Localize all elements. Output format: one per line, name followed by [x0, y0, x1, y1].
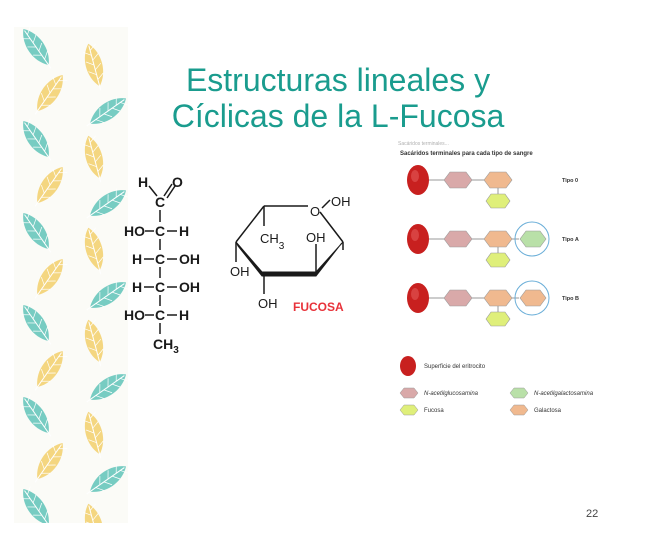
diagram-legend: Superficie del eritrocito N-acetilglucos… — [399, 356, 594, 416]
carbon-5: C — [155, 307, 165, 323]
legend-erythrocyte-icon — [400, 356, 416, 376]
leaf-icon — [83, 411, 104, 459]
leaf-icon — [83, 43, 104, 91]
ring-left-oh: OH — [230, 264, 250, 279]
leaf-icon — [21, 118, 52, 161]
blood-type-diagram: Sacáridos terminales... Sacáridos termin… — [398, 141, 594, 416]
row2-left: H — [132, 251, 142, 267]
ring-methyl: CH3 — [260, 231, 285, 252]
highlight-circle — [514, 280, 550, 316]
page-number: 22 — [586, 508, 599, 520]
row2-right: OH — [179, 251, 200, 267]
legend-acetylglucosamine-icon — [399, 387, 419, 399]
row3-left: H — [132, 279, 142, 295]
row3-right: OH — [179, 279, 200, 295]
galactose-icon — [483, 230, 513, 248]
aldehyde-o: O — [172, 174, 183, 190]
leaf-icon — [83, 227, 104, 275]
leaf-icon — [86, 280, 128, 311]
fucose-icon — [485, 193, 511, 209]
type-label-a: Tipo A — [562, 237, 579, 243]
erythrocyte-icon — [407, 165, 429, 195]
leaf-icon — [21, 302, 52, 345]
slide-title: Estructuras lineales y Cíclicas de la L-… — [128, 62, 548, 134]
carbon-3: C — [155, 251, 165, 267]
carbon-2: C — [155, 223, 165, 239]
row4-left: HO — [124, 307, 145, 323]
title-line-1: Estructuras lineales y — [185, 62, 491, 98]
leaf-icon — [34, 74, 68, 115]
leaf-icon — [86, 188, 128, 219]
ring-inner-oh: OH — [306, 230, 326, 245]
leaf-pattern-svg — [21, 27, 128, 523]
erythrocyte-icon — [407, 283, 429, 313]
ring-bottom-oh: OH — [258, 296, 278, 311]
leaf-icon — [34, 258, 68, 299]
diagram-header: Sacáridos terminales para cada tipo de s… — [400, 151, 533, 157]
ring-oxygen: O — [310, 204, 320, 219]
row1-right: H — [179, 223, 189, 239]
galactose-icon — [483, 171, 513, 189]
blood-type-o-row: Tipo 0 — [407, 165, 578, 209]
leaf-icon — [83, 319, 104, 367]
methyl-group: CH3 — [153, 336, 179, 356]
legend-galactose-icon — [509, 404, 529, 416]
blood-type-b-row: Tipo B — [407, 280, 579, 327]
anomeric-oh: OH — [331, 194, 351, 209]
leaf-icon — [83, 135, 104, 183]
leaf-icon — [21, 27, 52, 69]
acetylglucosamine-icon — [443, 230, 473, 248]
row1-left: HO — [124, 223, 145, 239]
leaf-icon — [21, 486, 52, 523]
linear-fucose-structure: H O C HO C H H C OH H C OH HO — [124, 174, 200, 356]
leaf-icon — [83, 503, 104, 523]
carbon-1: C — [155, 194, 165, 210]
galactose-icon — [483, 289, 513, 307]
aldehyde-h: H — [138, 174, 148, 190]
galactose-icon — [519, 289, 547, 307]
fucose-icon — [485, 311, 511, 327]
type-label-b: Tipo B — [562, 296, 579, 302]
leaf-icon — [86, 464, 128, 495]
legend-galactose: Galactosa — [534, 408, 562, 414]
title-line-2: Cíclicas de la L-Fucosa — [171, 98, 505, 134]
highlight-circle — [514, 221, 550, 257]
leaf-pattern-decoration — [14, 27, 128, 523]
blood-type-a-row: Tipo A — [407, 221, 579, 268]
leaf-icon — [34, 350, 68, 391]
leaf-icon — [21, 394, 52, 437]
row4-right: H — [179, 307, 189, 323]
legend-acetylgalactosamine-icon — [509, 387, 529, 399]
legend-fucose-icon — [399, 404, 419, 416]
leaf-icon — [86, 96, 128, 127]
acetylgalactosamine-icon — [519, 230, 547, 248]
leaf-icon — [34, 442, 68, 483]
fucose-icon — [485, 252, 511, 268]
leaf-icon — [86, 372, 128, 403]
leaf-icon — [21, 210, 52, 253]
carbon-4: C — [155, 279, 165, 295]
legend-acetylgalactosamine: N-acetilgalactosamina — [534, 391, 594, 397]
acetylglucosamine-icon — [443, 171, 473, 189]
legend-fucose: Fucosa — [424, 408, 444, 414]
legend-acetylglucosamine: N-acetilglucosamina — [424, 391, 479, 397]
type-label-o: Tipo 0 — [562, 178, 578, 184]
leaf-icon — [34, 166, 68, 207]
acetylglucosamine-icon — [443, 289, 473, 307]
legend-erythrocyte: Superficie del eritrocito — [424, 364, 486, 370]
fucosa-label: FUCOSA — [293, 300, 344, 314]
faint-header: Sacáridos terminales... — [398, 141, 449, 147]
cyclic-fucose-structure: O OH CH3 OH OH OH FUCOSA — [230, 194, 351, 314]
erythrocyte-icon — [407, 224, 429, 254]
